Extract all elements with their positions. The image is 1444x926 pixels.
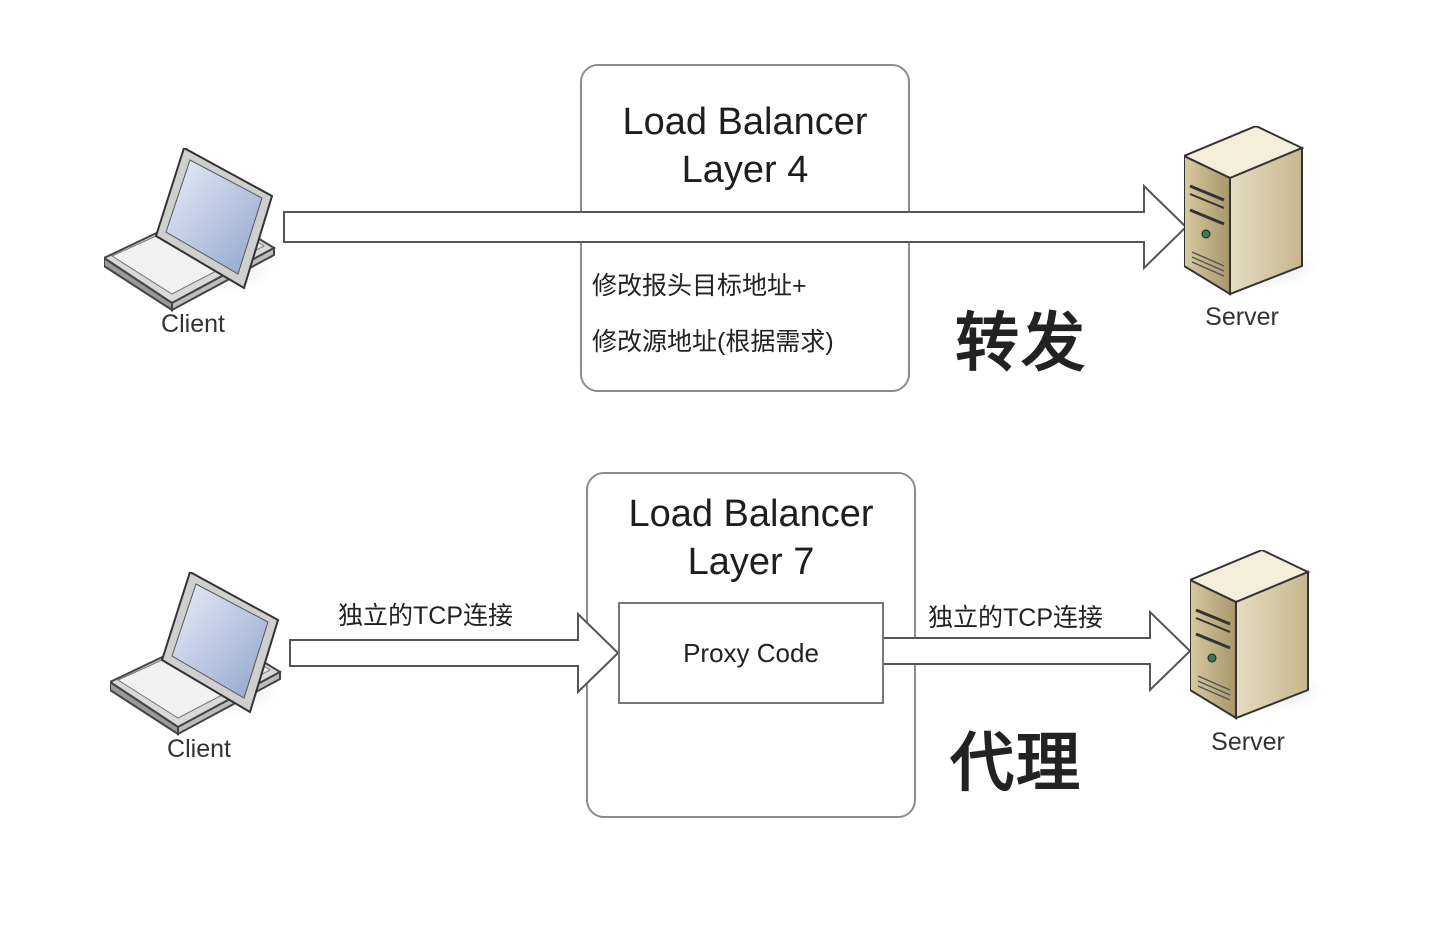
layer7-client-label: Client (167, 735, 231, 763)
layer4-box-title-line1: Load Balancer (622, 101, 868, 143)
layer4-client-label: Client (161, 310, 225, 338)
layer7-proxy-code-label: Proxy Code (683, 637, 819, 668)
layer7-right-connection-arrow (879, 609, 1192, 693)
layer7-proxy-code-box: Proxy Code (618, 602, 884, 704)
layer4-note-line2: 修改源地址(根据需求) (592, 328, 834, 356)
layer7-box-title-line1: Load Balancer (628, 493, 874, 535)
layer4-note-line1: 修改报头目标地址+ (592, 272, 807, 300)
layer7-box-title-line2: Layer 7 (687, 541, 815, 583)
layer4-server-label: Server (1205, 303, 1279, 331)
layer4-mode-label: 转发 (955, 307, 1087, 381)
layer7-mode-label: 代理 (950, 727, 1082, 801)
layer4-client-laptop-icon (104, 148, 284, 311)
layer7-server-label: Server (1211, 728, 1285, 756)
layer7-server-icon (1190, 550, 1335, 720)
layer4-server-icon (1184, 126, 1329, 296)
layer7-right-connection-label: 独立的TCP连接 (928, 604, 1104, 632)
layer4-forward-arrow (283, 183, 1188, 271)
layer4-box-title-line2: Layer 4 (681, 149, 809, 191)
layer7-left-connection-arrow (289, 611, 620, 695)
layer7-client-laptop-icon (110, 572, 290, 735)
layer7-left-connection-label: 独立的TCP连接 (338, 602, 514, 630)
